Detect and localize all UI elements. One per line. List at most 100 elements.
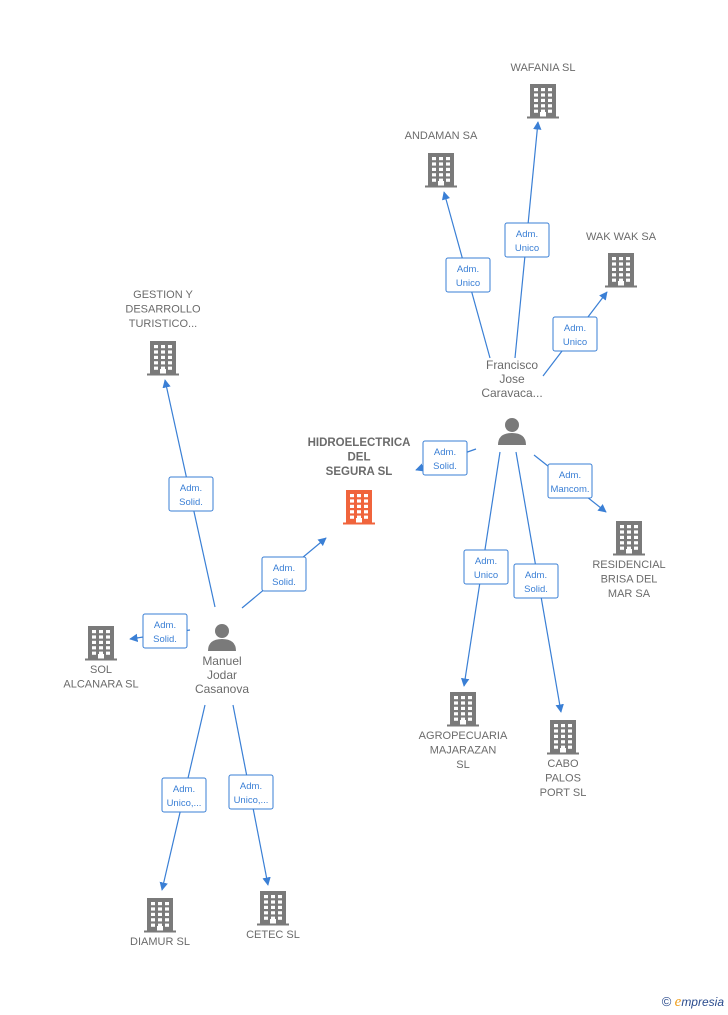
edge-role-text: Adm. <box>559 470 581 481</box>
person-icon <box>498 418 526 445</box>
edge-role-text: Unico <box>515 243 539 254</box>
node-label-line: WAFANIA SL <box>510 62 575 74</box>
edge-labels-layer: Adm.UnicoAdm.UnicoAdm.UnicoAdm.Solid.Adm… <box>142 222 598 813</box>
edge-role-text: Solid. <box>179 497 203 508</box>
node-label-line: PALOS <box>545 773 581 785</box>
nodes-layer: HIDROELECTRICA DEL SEGURA SL WAFANIA SL ANDA… <box>63 62 665 948</box>
node-label-line: BRISA DEL <box>601 574 658 586</box>
building-icon <box>425 153 457 188</box>
building-icon <box>147 341 179 376</box>
node-label-line: SEGURA SL <box>326 466 393 478</box>
empresia-watermark[interactable]: © empresia <box>662 994 724 1011</box>
edge-role-badge[interactable]: Adm. Unico,... <box>228 774 274 810</box>
node-label-line: DESARROLLO <box>125 304 201 316</box>
edge-role-text: Unico <box>563 337 587 348</box>
building-icon <box>144 898 176 933</box>
edge-role-box <box>228 774 274 810</box>
node-label-line: Jodar <box>207 668 237 682</box>
edge-role-badge[interactable]: Adm. Unico <box>552 316 598 352</box>
edge-role-text: Unico <box>456 278 480 289</box>
edge-role-badge[interactable]: Adm. Unico <box>445 257 491 293</box>
edge-role-box <box>513 563 559 599</box>
node-wafania[interactable]: WAFANIA SL <box>510 62 576 119</box>
edge-role-text: Adm. <box>273 563 295 574</box>
edge-role-text: Adm. <box>173 784 195 795</box>
brand-logo-initial: e <box>674 994 682 1010</box>
person-icon <box>208 624 236 651</box>
edge-role-badge[interactable]: Adm. Solid. <box>422 440 468 476</box>
node-label-line: CETEC SL <box>246 929 300 941</box>
node-label-line: ANDAMAN SA <box>405 130 478 142</box>
building-icon <box>257 891 289 926</box>
edge-role-box <box>463 549 509 585</box>
edge-role-box <box>445 257 491 293</box>
edge-role-text: Unico,... <box>167 798 202 809</box>
node-cetec[interactable]: CETEC SL <box>246 891 300 941</box>
edge-role-text: Adm. <box>525 570 547 581</box>
node-label-line: MAJARAZAN <box>430 745 497 757</box>
edge-role-text: Unico <box>474 570 498 581</box>
edge-role-text: Mancom. <box>550 484 589 495</box>
node-francisco[interactable]: FranciscoJoseCaravaca... <box>481 358 543 445</box>
edge-role-box <box>168 476 214 512</box>
edge-role-text: Adm. <box>564 323 586 334</box>
edge-role-box <box>142 613 188 649</box>
edge-role-text: Adm. <box>240 781 262 792</box>
building-icon <box>613 521 645 556</box>
edge-role-box <box>552 316 598 352</box>
node-gestion[interactable]: GESTION YDESARROLLOTURISTICO... <box>125 289 201 376</box>
node-andaman[interactable]: ANDAMAN SA <box>405 130 478 188</box>
node-residencial[interactable]: RESIDENCIAL BRISA DEL MAR SA <box>592 521 666 600</box>
node-label-line: AGROPECUARIA <box>419 730 508 742</box>
edge-role-box <box>422 440 468 476</box>
node-label-line: Caravaca... <box>481 386 542 400</box>
node-label-line: GESTION Y <box>133 289 193 301</box>
building-icon <box>605 253 637 288</box>
edge-role-text: Adm. <box>180 483 202 494</box>
node-agropecuaria[interactable]: AGROPECUARIA MAJARAZAN SL <box>419 692 508 771</box>
node-label-line: Manuel <box>202 654 241 668</box>
edge-role-badge[interactable]: Adm. Solid. <box>168 476 214 512</box>
node-label-line: SL <box>456 759 469 771</box>
edge-role-text: Solid. <box>433 461 457 472</box>
node-label-line: Jose <box>499 372 525 386</box>
node-hidroelectrica[interactable]: HIDROELECTRICA DEL SEGURA SL <box>308 437 411 525</box>
building-icon <box>85 626 117 661</box>
node-label-line: Francisco <box>486 358 538 372</box>
edge-role-text: Unico,... <box>234 795 269 806</box>
edge-role-text: Solid. <box>153 634 177 645</box>
node-diamur[interactable]: DIAMUR SL <box>130 898 190 948</box>
edge-role-text: Adm. <box>457 264 479 275</box>
building-icon <box>547 720 579 755</box>
node-label-line: DEL <box>348 452 371 464</box>
node-label-line: DIAMUR SL <box>130 936 190 948</box>
node-wakwak[interactable]: WAK WAK SA <box>586 231 657 288</box>
edge-role-text: Adm. <box>154 620 176 631</box>
edge-role-badge[interactable]: Adm. Unico,... <box>161 777 207 813</box>
edge-role-box <box>547 463 593 499</box>
edge-role-box <box>161 777 207 813</box>
node-label-line: CABO <box>547 758 579 770</box>
node-label-line: Casanova <box>195 682 249 696</box>
brand-logo-text: mpresia <box>681 995 724 1009</box>
edge-role-badge[interactable]: Adm. Solid. <box>142 613 188 649</box>
edge-role-text: Adm. <box>475 556 497 567</box>
building-icon <box>527 84 559 119</box>
edge-role-badge[interactable]: Adm. Mancom. <box>547 463 593 499</box>
edge-role-box <box>504 222 550 258</box>
copyright-icon: © <box>661 994 672 1009</box>
edge-role-text: Adm. <box>516 229 538 240</box>
node-label-line: HIDROELECTRICA <box>308 437 411 449</box>
edge-role-badge[interactable]: Adm. Unico <box>463 549 509 585</box>
edge-role-badge[interactable]: Adm.Solid. <box>261 556 307 592</box>
edge-role-badge[interactable]: Adm. Unico <box>504 222 550 258</box>
edge-role-text: Adm. <box>434 447 456 458</box>
edge-role-badge[interactable]: Adm.Solid. <box>513 563 559 599</box>
node-label-line: ALCANARA SL <box>63 679 138 691</box>
node-label-line: MAR SA <box>608 588 651 600</box>
node-label-line: RESIDENCIAL <box>592 559 665 571</box>
